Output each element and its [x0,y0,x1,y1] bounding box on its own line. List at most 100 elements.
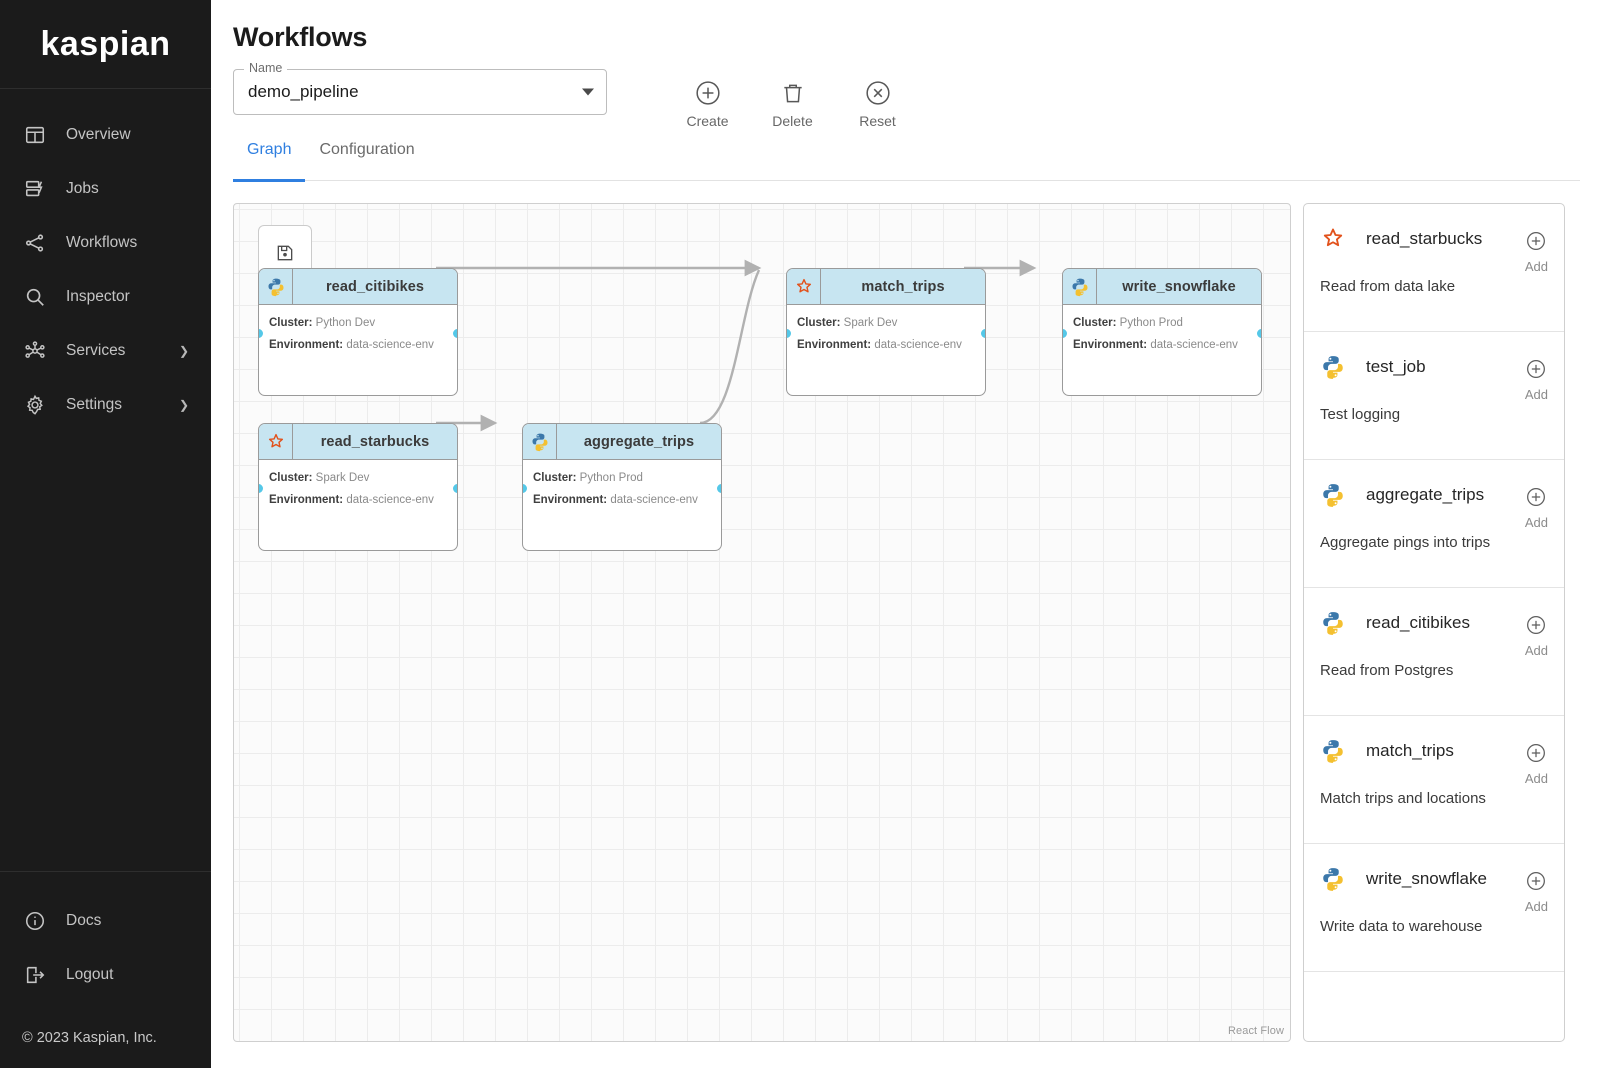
create-button-label: Create [686,113,729,129]
sidebar-item-docs[interactable]: Docs [0,894,211,948]
reset-button[interactable]: Reset [835,69,920,129]
node-cluster-row: Cluster: Spark Dev [797,317,975,329]
job-card-header: match_trips [1320,738,1548,764]
sidebar-item-settings[interactable]: Settings❯ [0,378,211,432]
node-cluster-label: Cluster: [1073,317,1117,329]
python-icon [1320,610,1354,636]
job-card-header: aggregate_trips [1320,482,1548,508]
sidebar-item-inspector[interactable]: Inspector [0,270,211,324]
job-card-write_snowflake[interactable]: write_snowflake Write data to warehouse … [1304,844,1564,972]
add-job-label: Add [1524,899,1548,914]
node-cluster-value: Python Dev [315,317,376,329]
job-card-description: Read from Postgres [1320,662,1454,679]
plus-circle-icon [1526,871,1546,894]
add-job-button[interactable]: Add [1525,610,1548,658]
edge-aggregate_trips-match_trips [699,269,761,425]
job-card-name: write_snowflake [1366,869,1487,888]
sidebar-item-label: Services [66,342,126,359]
python-icon [1063,269,1097,304]
node-cluster-value: Spark Dev [843,317,898,329]
node-handle-right[interactable] [981,329,985,338]
sidebar-item-label: Docs [66,912,102,929]
spark-star-icon [259,424,293,459]
job-card-name: match_trips [1366,741,1454,760]
add-job-button[interactable]: Add [1525,354,1548,402]
add-job-button[interactable]: Add [1525,866,1548,914]
graph-node-match_trips[interactable]: match_trips Cluster: Spark Dev Environme… [786,268,986,396]
job-card-test_job[interactable]: test_job Test logging Add [1304,332,1564,460]
plus-circle-icon [695,80,721,106]
node-title: read_citibikes [325,278,425,295]
add-job-label: Add [1524,259,1548,274]
gear-icon [22,392,48,418]
node-handle-right[interactable] [1257,329,1261,338]
main-content: Workflows Name demo_pipeline Create [211,0,1600,1068]
copyright-text: © 2023 Kaspian, Inc. [22,1030,157,1046]
tabs: Graph Configuration [233,139,1580,182]
job-card-match_trips[interactable]: match_trips Match trips and locations Ad… [1304,716,1564,844]
chevron-right-icon[interactable]: ❯ [178,398,189,412]
node-cluster-row: Cluster: Python Prod [1073,317,1251,329]
sidebar-item-jobs[interactable]: Jobs [0,162,211,216]
sidebar-item-overview[interactable]: Overview [0,108,211,162]
delete-button[interactable]: Delete [750,69,835,129]
node-environment-row: Environment: data-science-env [269,494,447,506]
job-card-read_citibikes[interactable]: read_citibikes Read from Postgres Add [1304,588,1564,716]
add-job-label: Add [1524,643,1548,658]
create-button[interactable]: Create [665,69,750,129]
sidebar: kaspian Overview Jobs Workflows Inspecto… [0,0,211,1068]
trash-icon [780,80,806,106]
job-card-name: read_citibikes [1366,613,1470,632]
jobs-library-panel: read_starbucks Read from data lake Add t… [1303,203,1565,1042]
job-card-description: Read from data lake [1320,278,1456,295]
tab-configuration[interactable]: Configuration [305,139,428,181]
brand-name: kaspian [40,24,171,63]
node-handle-right[interactable] [453,329,457,338]
node-handle-right[interactable] [453,484,457,493]
node-header: write_snowflake [1063,269,1261,305]
plus-circle-icon [1526,359,1546,382]
node-cluster-label: Cluster: [269,472,313,484]
node-body: Cluster: Python Prod Environment: data-s… [1063,305,1261,351]
sidebar-item-logout[interactable]: Logout [0,948,211,1002]
add-job-button[interactable]: Add [1525,226,1548,274]
tab-label: Configuration [319,141,415,158]
node-title: read_starbucks [320,433,430,450]
plus-circle-icon [1526,615,1546,638]
node-cluster-label: Cluster: [797,317,841,329]
node-cluster-label: Cluster: [269,317,313,329]
node-environment-value: data-science-env [346,339,434,351]
reset-button-label: Reset [859,113,896,129]
sidebar-nav-bottom: Docs Logout [0,871,211,1008]
python-icon [1320,866,1354,892]
sidebar-nav: Overview Jobs Workflows Inspector Servic… [0,89,211,432]
node-cluster-row: Cluster: Python Dev [269,317,447,329]
workflow-name-select[interactable]: Name demo_pipeline [233,62,607,115]
node-environment-row: Environment: data-science-env [1073,339,1251,351]
node-handle-right[interactable] [717,484,721,493]
job-card-aggregate_trips[interactable]: aggregate_trips Aggregate pings into tri… [1304,460,1564,588]
graph-node-read_starbucks[interactable]: read_starbucks Cluster: Spark Dev Enviro… [258,423,458,551]
node-cluster-row: Cluster: Spark Dev [269,472,447,484]
node-body: Cluster: Python Prod Environment: data-s… [523,460,721,506]
sidebar-item-label: Inspector [66,288,130,305]
graph-node-aggregate_trips[interactable]: aggregate_trips Cluster: Python Prod Env… [522,423,722,551]
add-job-label: Add [1524,515,1548,530]
plus-circle-icon [1526,231,1546,254]
tab-graph[interactable]: Graph [233,139,306,182]
add-job-button[interactable]: Add [1525,482,1548,530]
save-icon [275,243,295,263]
react-flow-attribution[interactable]: React Flow [1227,1025,1284,1037]
graph-node-write_snowflake[interactable]: write_snowflake Cluster: Python Prod Env… [1062,268,1262,396]
sidebar-item-label: Workflows [66,234,138,251]
chevron-right-icon[interactable]: ❯ [178,344,189,358]
sidebar-item-services[interactable]: Services ❯ [0,324,211,378]
python-icon [1320,482,1354,508]
sidebar-item-workflows[interactable]: Workflows [0,216,211,270]
job-card-read_starbucks[interactable]: read_starbucks Read from data lake Add [1304,204,1564,332]
graph-node-read_citibikes[interactable]: read_citibikes Cluster: Python Dev Envir… [258,268,458,396]
add-job-button[interactable]: Add [1525,738,1548,786]
chevron-down-icon[interactable] [582,88,594,96]
node-header: match_trips [787,269,985,305]
workflow-graph-canvas[interactable]: Save Configure [233,203,1291,1042]
